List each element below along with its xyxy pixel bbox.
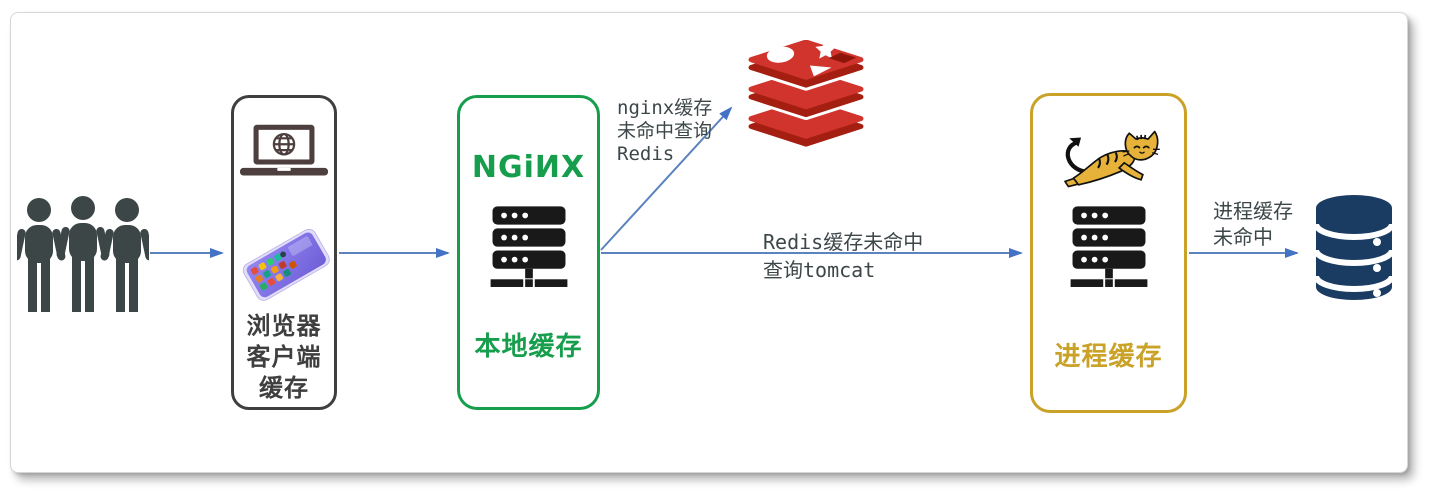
database-cylinder-icon — [1314, 195, 1394, 300]
label-line: 查询tomcat — [763, 258, 876, 282]
server-rack-icon — [1070, 206, 1147, 287]
nginx-logo: NGiИX — [471, 150, 586, 185]
label-line: 未命中 — [1213, 225, 1273, 249]
label-nginx-to-tomcat: Redis缓存未命中 查询tomcat — [763, 228, 923, 284]
laptop-globe-icon — [240, 124, 328, 176]
browser-caption-line: 浏览器 — [246, 312, 322, 340]
node-tomcat-process-cache: 进程缓存 — [1030, 93, 1187, 413]
label-line: Redis缓存未命中 — [763, 230, 924, 254]
label-tomcat-to-database: 进程缓存 未命中 — [1213, 198, 1293, 250]
server-rack-icon — [490, 206, 567, 287]
node-nginx-local-cache: NGiИX 本地缓存 — [457, 95, 600, 410]
smartphone-icon — [242, 228, 330, 301]
label-line: 未命中查询 — [617, 120, 713, 142]
browser-caption-line: 缓存 — [259, 374, 309, 402]
label-line: nginx缓存 — [617, 97, 713, 119]
three-users-icon — [17, 196, 149, 312]
node-browser-client-cache: 浏览器 客户端 缓存 — [231, 95, 337, 410]
nginx-caption: 本地缓存 — [474, 332, 583, 362]
label-line: 进程缓存 — [1213, 199, 1293, 223]
tomcat-caption: 进程缓存 — [1054, 342, 1163, 372]
redis-logo-icon — [745, 40, 867, 147]
tomcat-cat-logo-icon — [1063, 130, 1160, 188]
browser-caption-line: 客户端 — [246, 343, 322, 371]
label-line: Redis — [617, 143, 675, 165]
diagram-card — [10, 12, 1408, 473]
browser-caption: 浏览器 客户端 缓存 — [234, 311, 334, 404]
label-nginx-to-redis: nginx缓存 未命中查询 Redis — [617, 97, 712, 166]
